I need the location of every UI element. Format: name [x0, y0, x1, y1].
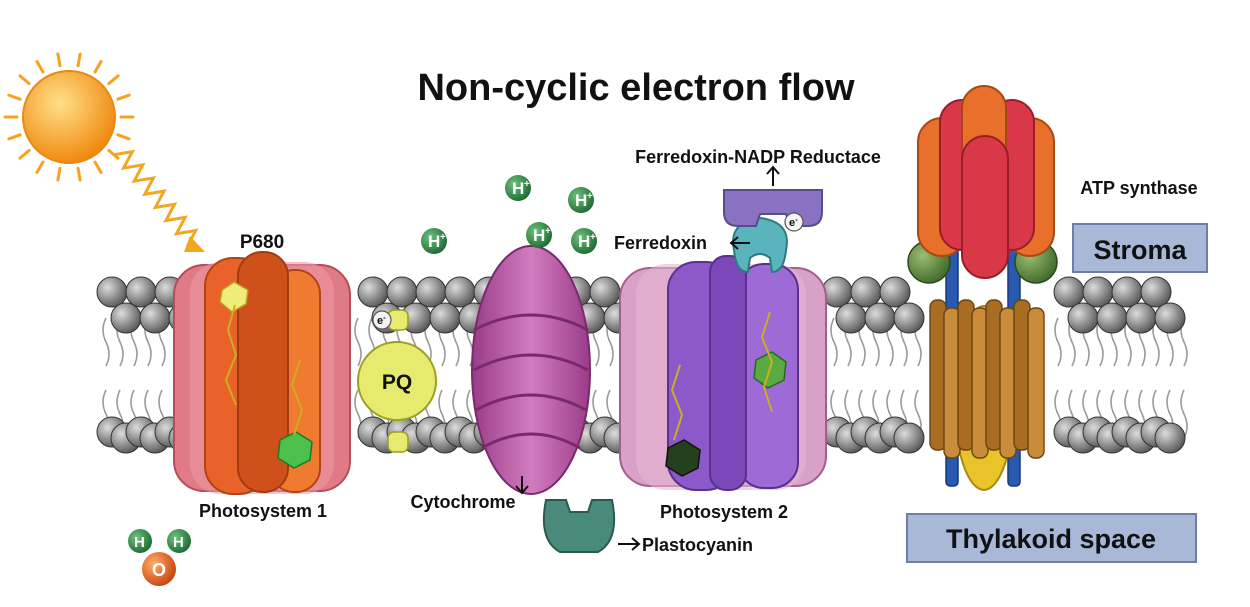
lipid-head	[879, 276, 911, 308]
light-ray-icon	[112, 149, 199, 248]
pq-electron-label: e-	[377, 313, 386, 327]
stroma-label: Stroma	[1093, 235, 1187, 265]
fnr-arrowhead-icon	[766, 165, 780, 175]
proton-icon: H+	[568, 187, 594, 213]
svg-text:H: H	[512, 179, 524, 198]
stroma-box: Stroma	[1072, 223, 1208, 273]
cytochrome-arrowhead-icon	[515, 485, 529, 495]
lipid-head	[1125, 302, 1157, 334]
ferredoxin-arrowhead-icon	[729, 236, 739, 250]
lipid-head	[429, 302, 461, 334]
photosystem-2-label: Photosystem 2	[660, 502, 788, 522]
svg-text:H: H	[134, 534, 145, 551]
lipid-tail	[1180, 389, 1188, 439]
lipid-head	[386, 276, 418, 308]
fnr-label: Ferredoxin-NADP Reductace	[635, 147, 881, 167]
lipid-head	[1140, 276, 1172, 308]
svg-text:O: O	[152, 560, 166, 580]
thylakoid-space-box: Thylakoid space	[906, 513, 1197, 563]
svg-text:H: H	[578, 232, 590, 251]
proton-icon: H+	[421, 228, 447, 254]
arrow-group	[515, 165, 780, 551]
plastocyanin-label: Plastocyanin	[642, 535, 753, 555]
lipid-head	[1067, 302, 1099, 334]
cytochrome-label: Cytochrome	[410, 492, 515, 512]
lipid-head	[110, 302, 142, 334]
photosystem-1-label: Photosystem 1	[199, 501, 327, 521]
lipid-head	[1111, 276, 1143, 308]
lipid-tail	[1054, 317, 1062, 367]
water-molecule-icon: H H O	[128, 529, 191, 586]
plastoquinone-pq	[357, 309, 437, 453]
lipid-head	[125, 276, 157, 308]
photosystem-1-complex	[173, 251, 351, 495]
lipid-tail	[1096, 317, 1104, 367]
fnr-electron-icon	[784, 212, 804, 232]
proton-group: H+ H+ H+ H+ H+	[421, 175, 597, 254]
svg-text:+: +	[587, 191, 593, 202]
svg-text:H: H	[533, 226, 545, 245]
plastocyanin-protein	[542, 499, 616, 553]
proton-icon: H+	[571, 228, 597, 254]
lipid-head	[1154, 302, 1186, 334]
lipid-head	[850, 276, 882, 308]
svg-text:+: +	[440, 232, 446, 243]
lipid-head	[893, 422, 925, 454]
lipid-tail	[354, 317, 362, 367]
lipid-head	[139, 302, 171, 334]
light-ray-arrowhead-icon	[184, 236, 205, 252]
lipid-head	[589, 276, 621, 308]
lipid-head	[835, 302, 867, 334]
svg-text:H: H	[428, 232, 440, 251]
cytochrome-complex	[471, 245, 591, 495]
atp-synthase-complex	[907, 85, 1058, 491]
fnr-electron-label: e-	[789, 215, 798, 229]
lipid-head	[1082, 276, 1114, 308]
pq-label: PQ	[382, 371, 412, 394]
page-title: Non-cyclic electron flow	[417, 67, 855, 109]
lipid-tail	[102, 317, 110, 367]
sun-icon	[3, 52, 135, 182]
lipid-head	[893, 302, 925, 334]
thylakoid-space-label: Thylakoid space	[946, 524, 1156, 554]
proton-icon: H+	[526, 222, 552, 248]
lipid-head	[96, 276, 128, 308]
ferredoxin-label: Ferredoxin	[614, 233, 707, 253]
lipid-head	[415, 276, 447, 308]
lipid-tail	[830, 317, 838, 367]
lipid-head	[1053, 276, 1085, 308]
plastocyanin-arrowhead-icon	[631, 537, 641, 551]
lipid-head	[1154, 422, 1186, 454]
lipid-head	[444, 276, 476, 308]
p680-label: P680	[240, 232, 284, 253]
atp-synthase-label: ATP synthase	[1080, 178, 1197, 198]
svg-text:+: +	[524, 179, 530, 190]
svg-text:+: +	[590, 232, 596, 243]
photosystem-2-complex	[619, 255, 827, 491]
lipid-head	[1096, 302, 1128, 334]
svg-text:+: +	[545, 226, 551, 237]
proton-icon: H+	[505, 175, 531, 201]
svg-text:H: H	[575, 191, 587, 210]
lipid-head	[357, 276, 389, 308]
svg-text:H: H	[173, 534, 184, 551]
lipid-head	[864, 302, 896, 334]
